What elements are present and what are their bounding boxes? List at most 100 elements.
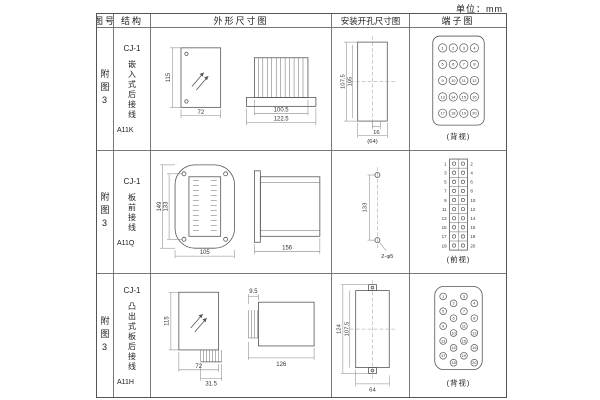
header-fig-no: 图号 [97,14,114,28]
model-label: CJ-1 [123,285,141,295]
dim-label: 126 [276,362,287,368]
svg-text:8: 8 [470,189,473,194]
svg-text:18: 18 [451,111,456,116]
dim-label: 72 [198,110,205,116]
dim-label: 107.5 [340,73,346,88]
install-cell-row1: 107.5 105 16 (64) [332,28,410,151]
svg-text:16: 16 [472,345,477,350]
svg-text:10: 10 [451,78,456,83]
outline-cell-row1: 115 72 100.5 122.5 [151,28,332,151]
dim-label: 9.5 [249,289,258,295]
svg-text:13: 13 [441,338,446,343]
dim-label: 133 [164,201,170,212]
svg-text:3: 3 [463,45,466,50]
dim-label: 100.5 [274,107,290,113]
view-label: (背视) [447,131,471,141]
svg-text:16: 16 [470,225,475,230]
svg-text:1: 1 [442,294,444,299]
spec-table: 图号 结构 外形尺寸图 安装开孔尺寸图 端子图 附图3 CJ-1 嵌入式后接线 … [96,13,507,398]
svg-text:11: 11 [462,323,466,328]
header-structure: 结构 [114,14,151,28]
svg-text:10: 10 [470,198,475,203]
svg-text:9: 9 [442,78,444,83]
svg-text:5: 5 [442,62,445,67]
svg-text:13: 13 [440,94,445,99]
svg-text:6: 6 [452,62,455,67]
outline-cell-row3: 115 72 31.5 9.5 126 [151,274,332,397]
structure-cell-row1: CJ-1 嵌入式后接线 A11K [114,28,151,151]
svg-text:8: 8 [473,316,476,321]
fig-no-label: 附图3 [99,192,110,232]
dim-label: 156 [282,246,293,252]
dim-label: 72 [195,364,202,370]
outline-diagram-a11h: 115 72 31.5 9.5 126 [164,289,315,388]
install-diagram-a11q: 133 2-φ5 [363,167,394,260]
dim-label: 124 [336,323,342,334]
svg-text:1: 1 [442,45,444,50]
header-install: 安装开孔尺寸图 [332,14,410,28]
install-diagram-a11k: 107.5 105 16 (64) [340,36,396,145]
dim-label: 31.5 [205,382,217,388]
svg-text:2: 2 [452,301,454,306]
install-cell-row3: 124 107.5 64 [332,274,410,397]
fig-no-label: 附图3 [99,69,110,109]
svg-text:12: 12 [470,207,475,212]
view-label: (前视) [447,254,471,264]
svg-text:6: 6 [452,316,455,321]
header-outline: 外形尺寸图 [151,14,332,28]
structure-cell-row3: CJ-1 凸出式板后接线 A11H [114,274,151,397]
dim-label: 133 [363,202,369,213]
svg-text:5: 5 [444,180,447,185]
dim-label: 64 [369,387,376,393]
svg-text:16: 16 [472,94,477,99]
type-code: A11H [117,378,134,386]
structure-desc: 凸出式板后接线 [127,301,137,372]
dim-label: (64) [367,139,378,145]
install-cell-row2: 133 2-φ5 [332,151,410,274]
model-label: CJ-1 [123,44,141,53]
outline-diagram-a11k: 115 72 100.5 122.5 [166,47,317,126]
svg-text:20: 20 [472,360,477,365]
svg-text:19: 19 [442,243,447,248]
svg-text:12: 12 [472,78,476,83]
fig-no-label: 附图3 [99,315,110,356]
dim-label: 149 [157,201,163,212]
install-diagram-a11h: 124 107.5 64 [336,279,396,393]
svg-text:2: 2 [470,161,473,166]
svg-text:2: 2 [452,45,454,50]
svg-text:14: 14 [451,94,456,99]
svg-text:7: 7 [463,62,465,67]
svg-text:17: 17 [440,111,444,116]
svg-text:5: 5 [442,309,445,314]
svg-text:15: 15 [462,94,467,99]
svg-text:7: 7 [444,189,447,194]
svg-text:18: 18 [470,234,475,239]
fig-no-cell-row1: 附图3 [97,28,114,151]
unit-label: 单位：mm [456,4,503,14]
outline-cell-row2: 149 133 105 156 [151,151,332,274]
svg-text:15: 15 [442,225,447,230]
svg-text:17: 17 [442,234,447,239]
svg-text:17: 17 [441,353,445,358]
svg-text:9: 9 [444,198,447,203]
svg-text:20: 20 [470,243,475,248]
svg-text:4: 4 [473,301,476,306]
svg-text:3: 3 [444,170,447,175]
fig-no-cell-row2: 附图3 [97,151,114,274]
svg-text:6: 6 [470,180,473,185]
dim-label: 16 [373,130,380,136]
type-code: A11K [117,127,134,134]
svg-text:20: 20 [472,111,477,116]
svg-text:9: 9 [442,323,444,328]
svg-text:19: 19 [462,111,466,116]
type-code: A11Q [117,240,135,247]
dim-label: 115 [166,72,172,82]
svg-text:4: 4 [473,45,476,50]
svg-text:14: 14 [470,216,475,221]
structure-cell-row2: CJ-1 板前接线 A11Q [114,151,151,274]
